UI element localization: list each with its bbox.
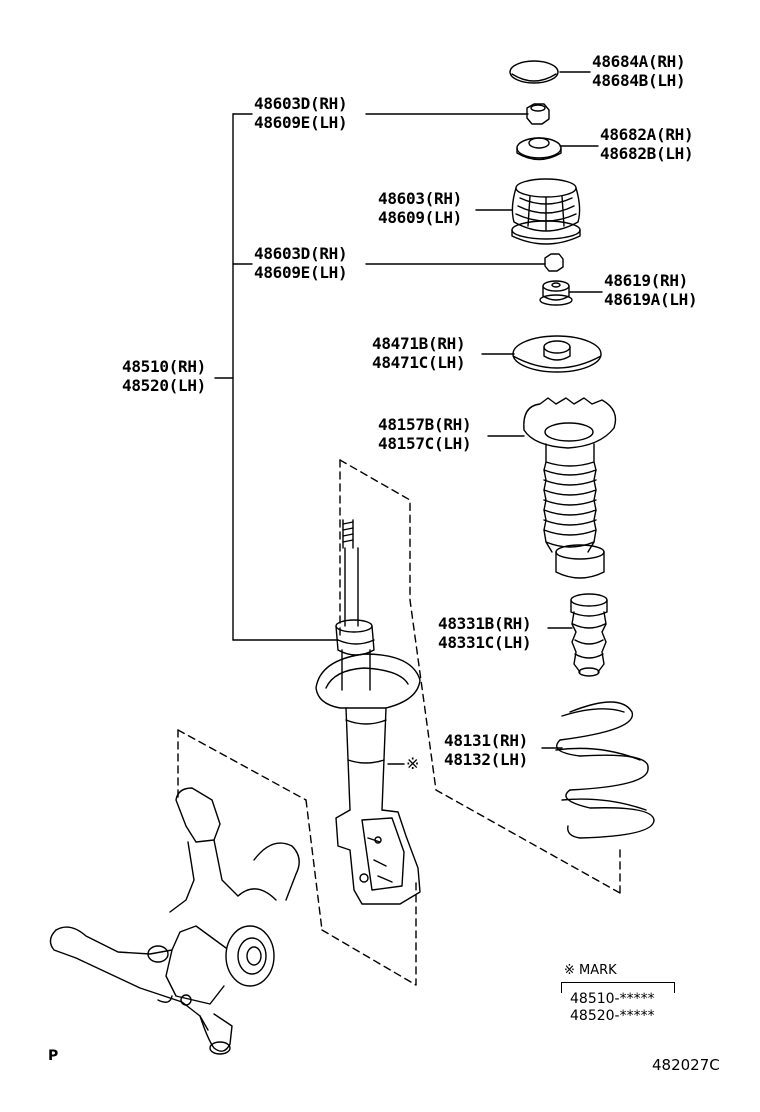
part-number-rh: 48684A(RH) bbox=[592, 52, 686, 71]
knuckle-and-arm-part bbox=[49, 787, 300, 1055]
label-48331: 48331B(RH) 48331C(LH) bbox=[438, 614, 532, 652]
part-number-lh: 48609E(LH) bbox=[254, 113, 348, 132]
coil-spring-part bbox=[555, 701, 655, 839]
part-number-lh: 48684B(LH) bbox=[592, 71, 686, 90]
strut-mount-part bbox=[511, 178, 581, 245]
top-nut-part bbox=[526, 103, 550, 125]
part-number-lh: 48619A(LH) bbox=[604, 290, 698, 309]
bushing-part bbox=[539, 280, 573, 306]
part-number-rh: 48471B(RH) bbox=[372, 334, 466, 353]
part-number-rh: 48131(RH) bbox=[444, 731, 528, 750]
dashed-group-outlines bbox=[177, 459, 621, 986]
upper-spring-seat-part bbox=[512, 335, 602, 373]
label-48603: 48603(RH) 48609(LH) bbox=[378, 189, 462, 227]
part-number-lh: 48609(LH) bbox=[378, 208, 462, 227]
part-number-lh: 48471C(LH) bbox=[372, 353, 466, 372]
leader-lines bbox=[214, 71, 603, 765]
shock-absorber-part bbox=[315, 519, 421, 905]
part-number-lh: 48157C(LH) bbox=[378, 434, 472, 453]
label-48619: 48619(RH) 48619A(LH) bbox=[604, 271, 698, 309]
label-48603d-mid: 48603D(RH) 48609E(LH) bbox=[254, 244, 348, 282]
mark-legend-title: ※ MARK bbox=[564, 963, 617, 978]
part-number-rh: 48619(RH) bbox=[604, 271, 688, 290]
part-number-lh: 48132(LH) bbox=[444, 750, 528, 769]
label-48510: 48510(RH) 48520(LH) bbox=[122, 357, 206, 395]
label-48684: 48684A(RH) 48684B(LH) bbox=[592, 52, 686, 90]
mid-nut-part bbox=[544, 253, 564, 272]
label-48131: 48131(RH) 48132(LH) bbox=[444, 731, 528, 769]
part-number-lh: 48520(LH) bbox=[122, 376, 206, 395]
diagram-code: 482027C bbox=[652, 1056, 720, 1074]
retainer-part bbox=[516, 137, 562, 161]
part-number-rh: 48157B(RH) bbox=[378, 415, 472, 434]
label-48157: 48157B(RH) 48157C(LH) bbox=[378, 415, 472, 453]
part-number-rh: 48603D(RH) bbox=[254, 94, 348, 113]
part-number-lh: 48609E(LH) bbox=[254, 263, 348, 282]
label-48471: 48471B(RH) 48471C(LH) bbox=[372, 334, 466, 372]
part-number-rh: 48510(RH) bbox=[122, 357, 206, 376]
bump-stopper-part bbox=[570, 593, 608, 677]
label-48603d-top: 48603D(RH) 48609E(LH) bbox=[254, 94, 348, 132]
mark-legend-line-1: 48510-***** bbox=[570, 991, 655, 1007]
part-number-rh: 48603D(RH) bbox=[254, 244, 348, 263]
spring-boot-part bbox=[523, 397, 617, 579]
mark-legend-bracket bbox=[561, 982, 675, 993]
mark-legend-line-2: 48520-***** bbox=[570, 1008, 655, 1024]
part-number-rh: 48331B(RH) bbox=[438, 614, 532, 633]
part-number-lh: 48682B(LH) bbox=[600, 144, 694, 163]
label-48682: 48682A(RH) 48682B(LH) bbox=[600, 125, 694, 163]
corner-letter: P bbox=[48, 1048, 59, 1064]
mark-symbol: ※ bbox=[406, 754, 420, 773]
part-number-lh: 48331C(LH) bbox=[438, 633, 532, 652]
dust-cap-part bbox=[509, 60, 559, 84]
part-number-rh: 48603(RH) bbox=[378, 189, 462, 208]
part-number-rh: 48682A(RH) bbox=[600, 125, 694, 144]
